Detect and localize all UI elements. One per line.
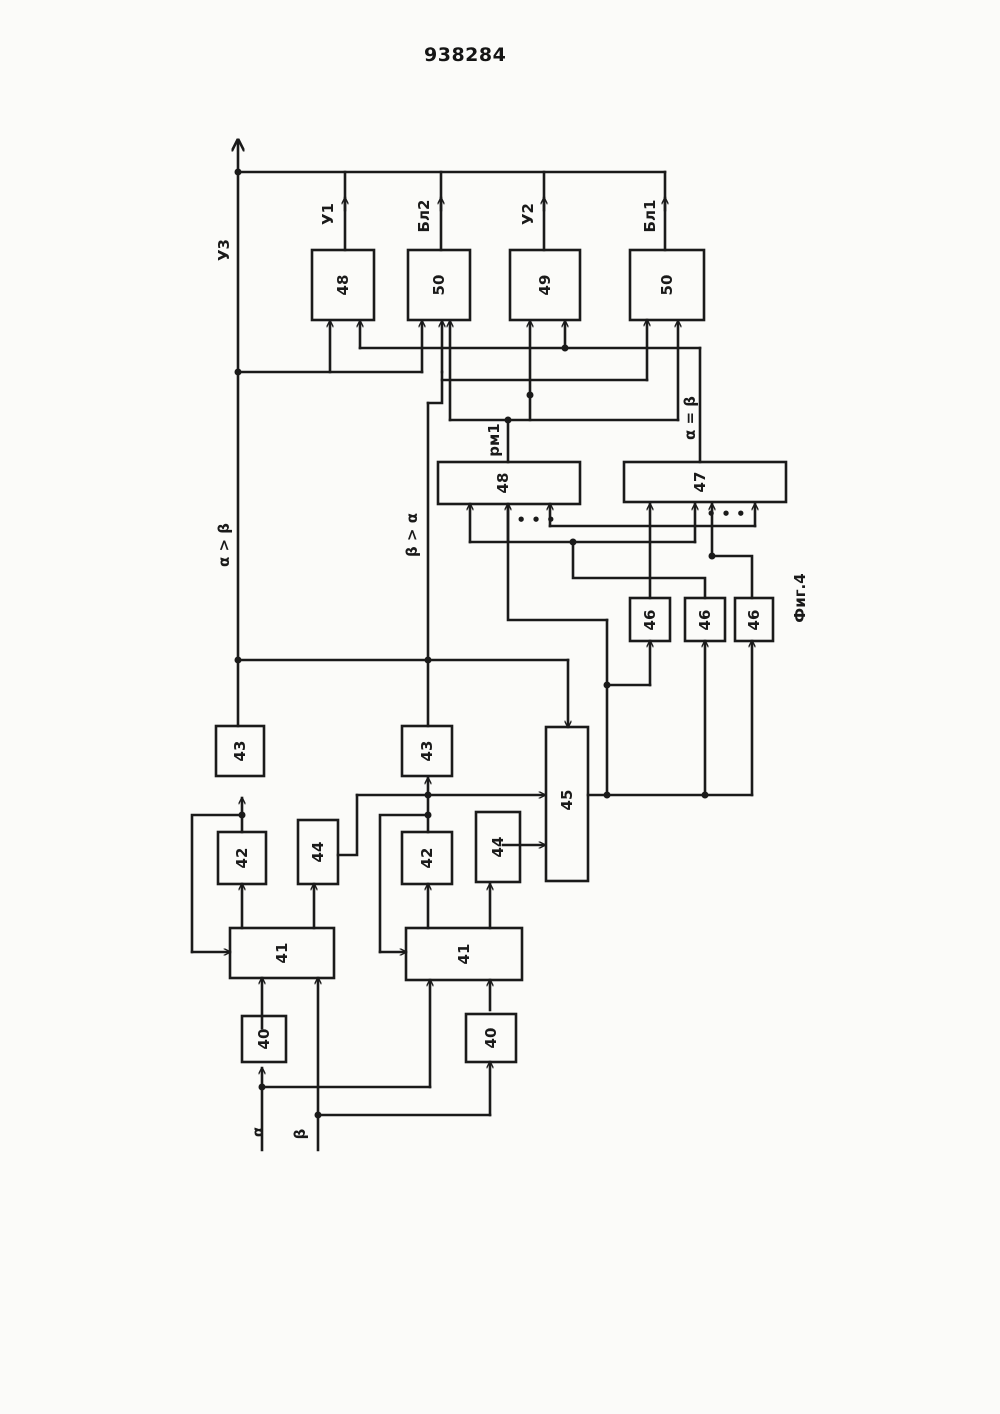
label-bl2: Бл2: [415, 200, 433, 233]
block-label: 45: [558, 790, 576, 811]
block-label: 49: [536, 275, 554, 296]
label-pm1: рм1: [485, 423, 503, 456]
junction-dots: [235, 169, 716, 1119]
block-label: 44: [309, 842, 327, 863]
block-label: 46: [696, 610, 714, 631]
label-y2: У2: [519, 203, 537, 225]
ellipsis-dots: • • •: [706, 505, 745, 523]
block-label: 50: [658, 275, 676, 296]
block-label: 46: [641, 610, 659, 631]
label-bl1: Бл1: [641, 200, 659, 233]
block-label: 40: [482, 1028, 500, 1049]
signal-labels: α β α > β β > α α = β рм1 У3 У1 Бл2 У2 Б…: [215, 200, 809, 1140]
block-label: 42: [233, 848, 251, 869]
block-label: 43: [418, 741, 436, 762]
figure-caption: Фиг.4: [791, 573, 809, 622]
block-label: 50: [430, 275, 448, 296]
ellipsis-dots: • • •: [516, 511, 555, 529]
label-y1: У1: [319, 203, 337, 225]
block-label: 47: [691, 472, 709, 493]
block-label: 46: [745, 610, 763, 631]
label-alpha: α: [249, 1127, 267, 1137]
label-beta: β: [291, 1128, 309, 1139]
label-beta-gt-alpha: β > α: [403, 513, 421, 557]
label-y3: У3: [215, 239, 233, 261]
label-alpha-gt-beta: α > β: [215, 523, 233, 567]
block-label: 40: [255, 1029, 273, 1050]
block-label: 48: [334, 275, 352, 296]
block-label: 43: [231, 741, 249, 762]
block-label: 48: [494, 473, 512, 494]
block-label: 41: [273, 943, 291, 964]
block-label: 42: [418, 848, 436, 869]
label-alpha-eq-beta: α = β: [681, 396, 699, 440]
block-label: 41: [455, 944, 473, 965]
block-label: 44: [489, 837, 507, 858]
